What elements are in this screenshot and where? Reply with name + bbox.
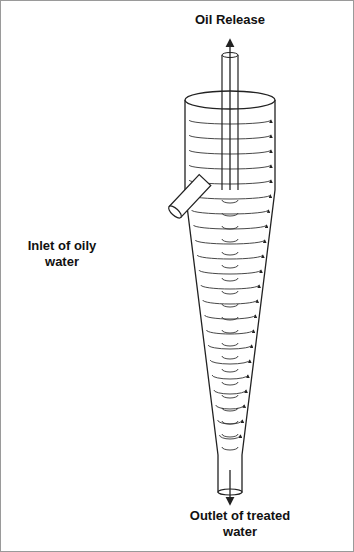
outlet-label: Outlet of treated water	[180, 508, 300, 540]
outer-spiral-turn	[216, 405, 244, 409]
inner-spiral-turn	[222, 200, 238, 203]
inner-spiral-turn	[222, 421, 238, 424]
outer-spiral-turn	[193, 225, 266, 229]
inner-spiral-turn	[222, 434, 238, 437]
oil-release-label: Oil Release	[170, 12, 290, 28]
inner-spiral-turn	[222, 213, 238, 216]
outer-spiral-turn	[210, 360, 250, 364]
inner-spiral-turn	[222, 291, 238, 294]
outer-spiral-turn	[214, 390, 246, 394]
inner-spiral-turn	[222, 304, 238, 307]
inner-spiral-turn	[222, 239, 238, 242]
inner-spiral-turn	[222, 330, 238, 333]
inner-spiral-turn	[222, 278, 238, 281]
inner-spiral-turn	[222, 408, 238, 411]
outer-spiral-turn	[220, 435, 241, 439]
outer-spiral-turn	[195, 240, 265, 244]
inner-spiral-turn	[222, 252, 238, 255]
water-flow-arrow	[229, 470, 230, 504]
oil-flow-arrow	[229, 40, 230, 190]
outer-spiral-turn	[212, 375, 248, 379]
inner-spiral-turn	[222, 317, 238, 320]
inlet-label: Inlet of oily water	[12, 238, 112, 270]
outer-spiral-turn	[199, 270, 261, 274]
inner-spiral-turn	[222, 395, 238, 398]
outer-spiral-turn	[218, 420, 243, 424]
inner-spiral-turn	[222, 343, 238, 346]
inner-spiral-turn	[222, 447, 238, 450]
inner-spiral-turn	[222, 382, 238, 385]
outer-spiral-turn	[191, 210, 268, 214]
inner-spiral-turn	[222, 226, 238, 229]
outer-spiral-turn	[203, 300, 258, 304]
outer-spiral-turn	[197, 255, 263, 259]
outer-spiral-turn	[201, 285, 259, 289]
inlet-opening	[167, 204, 183, 220]
inner-spiral-turn	[222, 356, 238, 359]
inner-spiral-turn	[222, 369, 238, 372]
outer-spiral-turn	[206, 330, 253, 334]
outer-spiral-turn	[205, 315, 256, 319]
inner-spiral-turn	[222, 265, 238, 268]
